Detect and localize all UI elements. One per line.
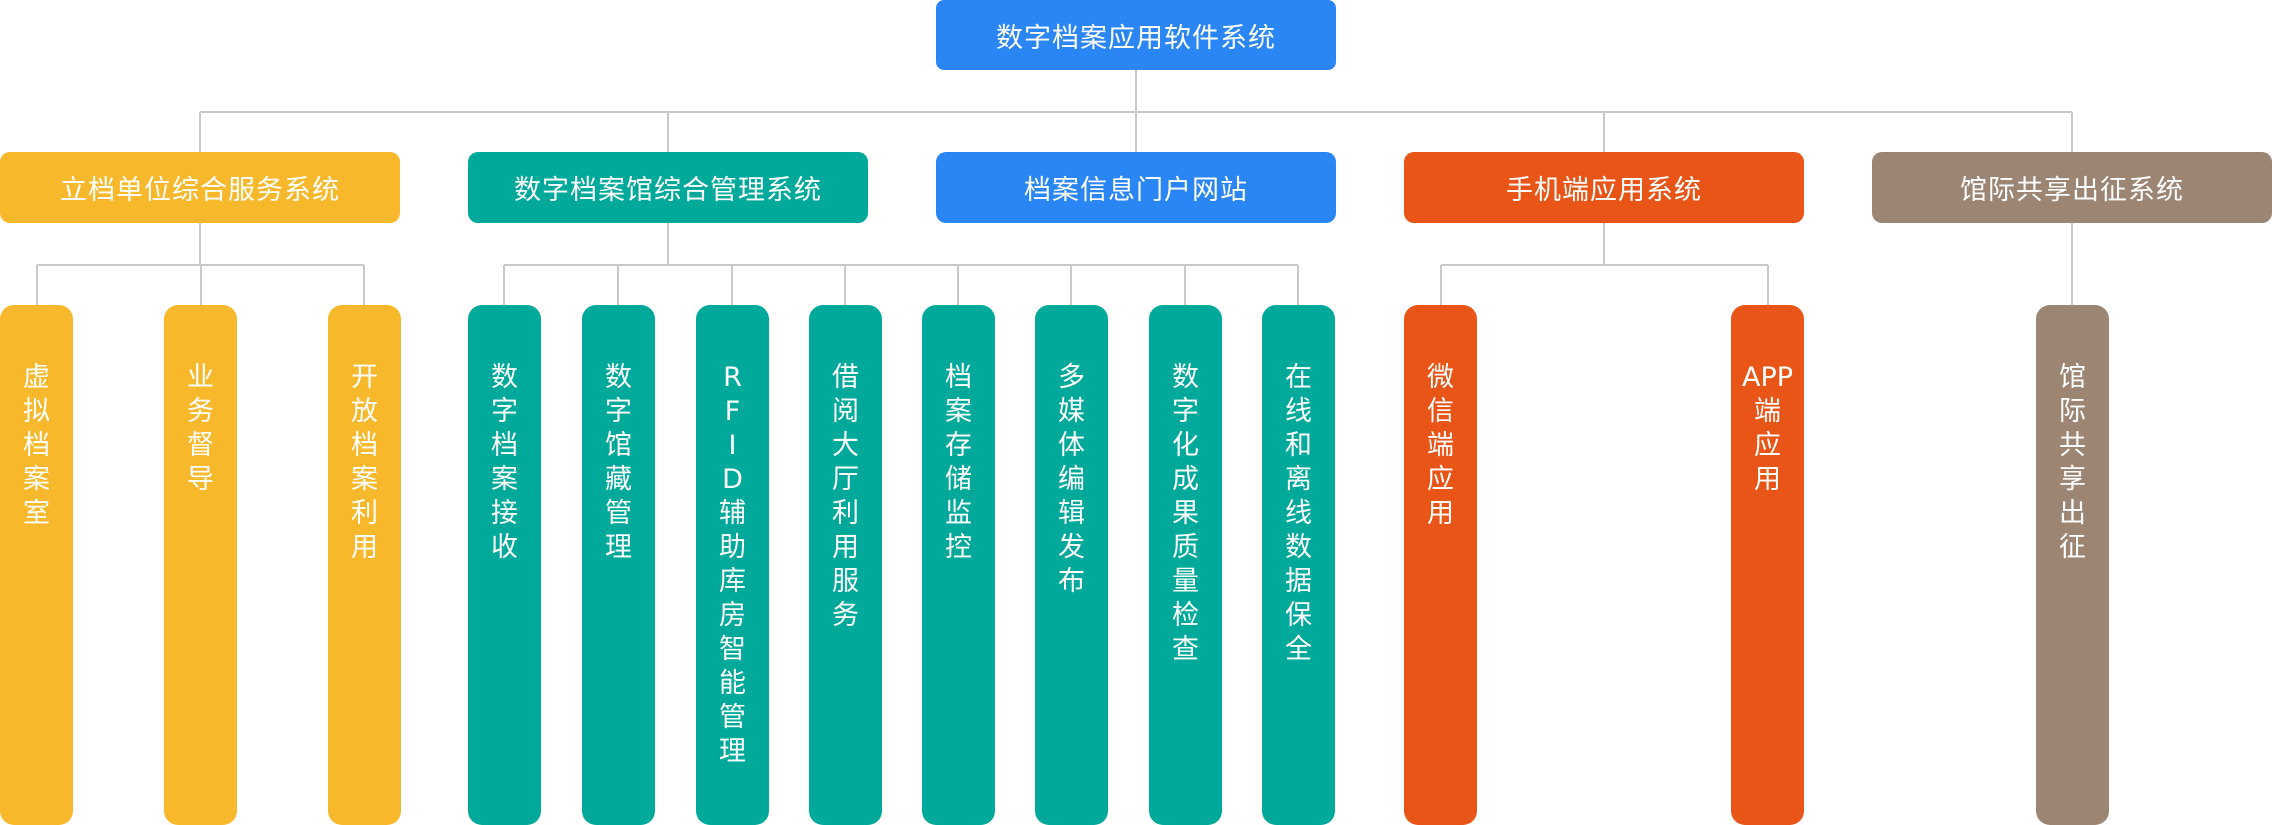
branch-node-label: 数字档案馆综合管理系统 [514,175,822,206]
leaf-node-label: 虚拟档案室 [23,362,50,529]
root-node: 数字档案应用软件系统 [936,0,1336,70]
leaf-node-digitization-quality-check: 数字化成果质量检查 [1149,305,1222,825]
branch-node-comprehensive-service: 立档单位综合服务系统 [0,152,400,223]
leaf-node-storage-monitoring: 档案存储监控 [922,305,995,825]
leaf-node-label: 多媒体编辑发布 [1058,362,1085,597]
branch-node-label: 立档单位综合服务系统 [60,175,340,206]
leaf-node-digital-archive-receive: 数字档案接收 [468,305,541,825]
root-node-label: 数字档案应用软件系统 [996,22,1276,54]
leaf-node-label: 数字化成果质量检查 [1172,362,1199,665]
leaf-node-open-archive-use: 开放档案利用 [328,305,401,825]
leaf-node-label: 业务督导 [187,362,214,495]
branch-node-archive-management: 数字档案馆综合管理系统 [468,152,868,223]
branch-node-label: 馆际共享出征系统 [1960,175,2184,206]
leaf-node-lending-hall-service: 借阅大厅利用服务 [809,305,882,825]
branch-node-label: 档案信息门户网站 [1024,175,1248,206]
leaf-node-label: 微信端应用 [1427,362,1454,529]
leaf-node-business-supervision: 业务督导 [164,305,237,825]
leaf-node-data-preservation: 在线和离线数据保全 [1262,305,1335,825]
leaf-node-label: 数字馆藏管理 [605,362,632,563]
leaf-node-label: 借阅大厅利用服务 [832,362,859,631]
leaf-node-inter-library-sharing: 馆际共享出征 [2036,305,2109,825]
leaf-node-label: 数字档案接收 [491,362,518,563]
leaf-node-label: 开放档案利用 [351,362,378,563]
leaf-node-digital-collection-management: 数字馆藏管理 [582,305,655,825]
leaf-node-virtual-archive-room: 虚拟档案室 [0,305,73,825]
leaf-node-label: 在线和离线数据保全 [1285,362,1312,665]
leaf-node-label: 档案存储监控 [945,362,972,563]
branch-node-mobile-app-system: 手机端应用系统 [1404,152,1804,223]
leaf-node-label: 馆际共享出征 [2059,362,2086,563]
branch-node-label: 手机端应用系统 [1506,175,1702,206]
leaf-node-wechat-app: 微信端应用 [1404,305,1477,825]
leaf-node-multimedia-publishing: 多媒体编辑发布 [1035,305,1108,825]
branch-node-inter-library-sharing: 馆际共享出征系统 [1872,152,2272,223]
branch-node-portal-website: 档案信息门户网站 [936,152,1336,223]
